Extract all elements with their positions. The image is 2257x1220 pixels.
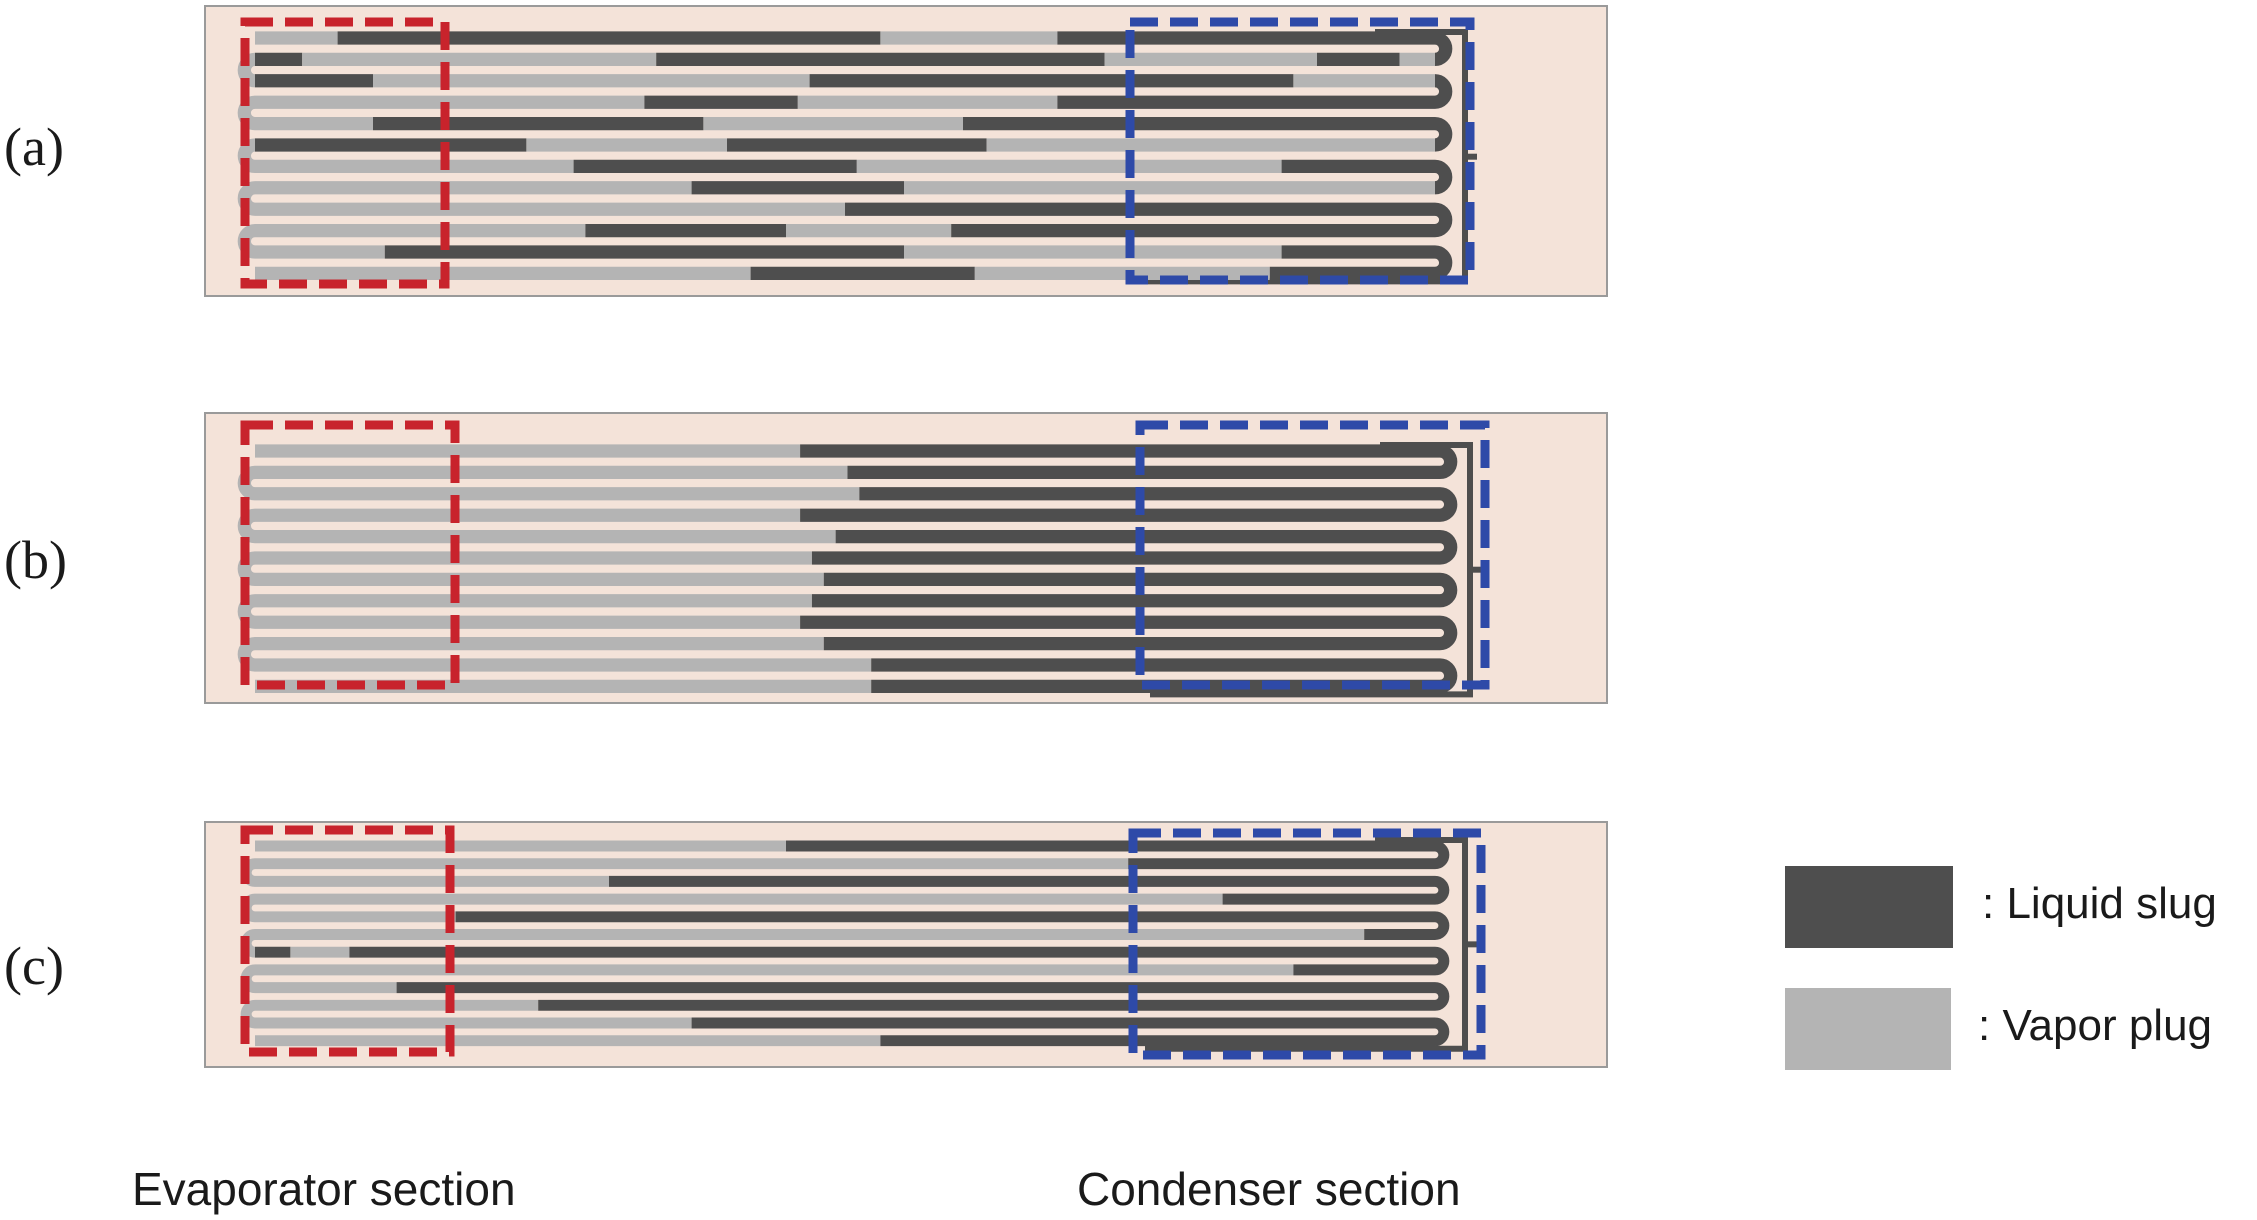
condenser-bend xyxy=(1439,487,1458,522)
condenser-bend xyxy=(1434,946,1450,976)
condenser-bend xyxy=(1439,444,1458,480)
evaporator-bend xyxy=(237,95,256,131)
condenser-bend xyxy=(1434,840,1450,870)
evaporator-bend xyxy=(237,52,256,88)
panel-b: (b) xyxy=(4,412,1608,704)
condenser-section-box xyxy=(1135,420,1490,690)
evaporator-section-box xyxy=(240,825,455,1057)
panel-c: (c) xyxy=(4,821,1608,1068)
legend-vapor-label: : Vapor plug xyxy=(1978,1001,2212,1050)
legend-liquid-swatch xyxy=(1785,866,1953,948)
evaporator-section-box xyxy=(240,17,450,289)
condenser-bend xyxy=(1434,116,1453,152)
condenser-section-label: Condenser section xyxy=(1077,1163,1461,1215)
legend: : Liquid slug : Vapor plug xyxy=(1785,866,2217,1070)
evaporator-bend xyxy=(237,636,256,672)
condenser-bend xyxy=(1434,982,1450,1011)
panel-label: (c) xyxy=(4,936,64,996)
condenser-section-box xyxy=(1125,17,1475,285)
evaporator-bend xyxy=(240,999,256,1029)
condenser-bend xyxy=(1434,1017,1450,1047)
panels-layer: (a) (b) (c) xyxy=(4,5,1608,1068)
legend-vapor-swatch xyxy=(1785,988,1951,1070)
legend-liquid-label: : Liquid slug xyxy=(1982,879,2217,928)
condenser-bend xyxy=(1439,615,1458,651)
condenser-bend xyxy=(1434,74,1453,109)
condenser-bend xyxy=(1439,529,1458,565)
condenser-section-box xyxy=(1128,828,1486,1060)
evaporator-bend xyxy=(237,551,256,587)
evaporator-section-box xyxy=(240,420,460,690)
condenser-bend xyxy=(1434,875,1450,905)
panel-label: (b) xyxy=(4,530,67,590)
evaporator-bend xyxy=(237,594,256,629)
condenser-bend xyxy=(1434,202,1453,238)
evaporator-section-label: Evaporator section xyxy=(132,1163,516,1215)
condenser-bend xyxy=(1434,245,1453,281)
evaporator-bend xyxy=(237,508,256,544)
panel-label: (a) xyxy=(4,117,64,177)
condenser-bend xyxy=(1434,31,1453,67)
condenser-bend xyxy=(1434,911,1450,940)
panel-a: (a) xyxy=(4,5,1608,297)
evaporator-bend xyxy=(237,138,256,174)
condenser-bend xyxy=(1434,159,1453,195)
condenser-bend xyxy=(1439,572,1458,608)
